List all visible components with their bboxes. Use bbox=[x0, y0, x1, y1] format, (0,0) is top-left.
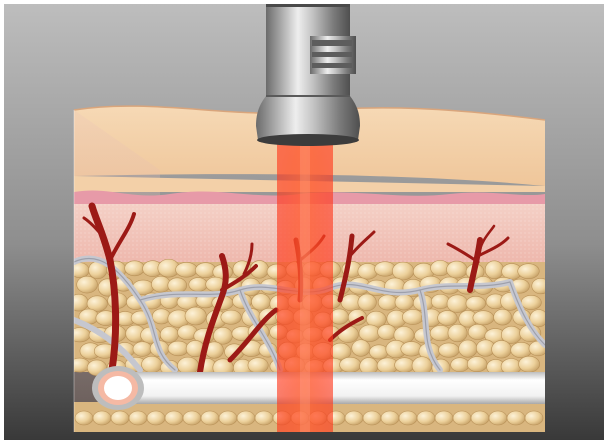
fat-cell bbox=[446, 261, 467, 278]
fat-cell bbox=[168, 278, 187, 293]
fat-cell bbox=[401, 342, 422, 357]
fat-cell bbox=[417, 411, 435, 425]
fat-cell bbox=[237, 411, 255, 425]
fat-cell bbox=[221, 310, 241, 324]
fat-cell bbox=[518, 264, 540, 279]
fat-cell bbox=[494, 309, 512, 325]
fat-cell bbox=[219, 411, 237, 425]
fat-cell bbox=[511, 342, 532, 357]
fat-cell bbox=[451, 358, 469, 372]
fat-cell bbox=[492, 340, 512, 358]
fat-cell bbox=[248, 358, 268, 373]
fat-cell bbox=[359, 325, 381, 342]
fat-cell bbox=[489, 411, 507, 425]
fat-cell bbox=[352, 340, 370, 357]
fat-cell bbox=[519, 356, 540, 372]
fat-cell bbox=[395, 358, 415, 373]
fat-cell bbox=[255, 411, 273, 425]
fat-cell bbox=[168, 341, 189, 356]
fat-cell bbox=[521, 295, 541, 309]
fat-cell bbox=[177, 357, 198, 374]
fat-cell bbox=[201, 411, 219, 425]
fat-cell bbox=[448, 324, 467, 342]
fat-cell bbox=[525, 411, 543, 425]
fat-cell bbox=[160, 327, 178, 343]
fat-cell bbox=[93, 411, 111, 425]
fat-cell bbox=[189, 278, 208, 292]
fat-cell bbox=[77, 276, 98, 293]
fat-cell bbox=[378, 295, 397, 310]
fat-cell bbox=[485, 261, 503, 279]
fat-cell bbox=[369, 345, 388, 359]
fat-cell bbox=[381, 411, 399, 425]
fat-cell bbox=[251, 294, 270, 311]
fat-cell bbox=[467, 357, 487, 372]
fat-cell bbox=[507, 411, 525, 425]
fat-cell bbox=[176, 262, 198, 277]
fat-cell bbox=[471, 411, 489, 425]
fat-cell bbox=[147, 411, 165, 425]
fat-cell bbox=[402, 309, 423, 324]
fat-cell bbox=[459, 340, 478, 357]
fat-cell bbox=[447, 295, 468, 313]
fat-cell bbox=[75, 411, 93, 425]
fat-cell bbox=[468, 324, 487, 339]
fat-cell bbox=[435, 411, 453, 425]
laser-beam bbox=[277, 140, 333, 432]
fat-cell bbox=[183, 411, 201, 425]
fat-cell bbox=[142, 356, 162, 373]
fat-cell bbox=[125, 261, 145, 276]
fat-cell bbox=[358, 263, 378, 279]
fat-cell bbox=[133, 342, 152, 357]
fat-cell bbox=[466, 296, 486, 310]
fat-cell bbox=[345, 411, 363, 425]
fat-cell bbox=[473, 311, 494, 325]
fat-cell bbox=[439, 343, 460, 357]
fat-cell bbox=[412, 357, 432, 375]
fat-cell bbox=[111, 411, 129, 425]
fat-cell bbox=[358, 294, 377, 311]
laser-handpiece-icon bbox=[256, 4, 360, 146]
fat-cell bbox=[431, 294, 449, 309]
fat-cell bbox=[165, 411, 183, 425]
fat-cell bbox=[129, 411, 147, 425]
fat-cell bbox=[185, 307, 206, 325]
fat-cell bbox=[363, 411, 381, 425]
fat-cell bbox=[453, 411, 471, 425]
fat-cell bbox=[213, 327, 232, 344]
fat-cell bbox=[340, 357, 361, 372]
fat-cell bbox=[378, 324, 397, 339]
fat-cell bbox=[392, 262, 413, 280]
fat-cell bbox=[395, 294, 413, 310]
fat-cell bbox=[438, 311, 458, 326]
fat-cell bbox=[399, 411, 417, 425]
